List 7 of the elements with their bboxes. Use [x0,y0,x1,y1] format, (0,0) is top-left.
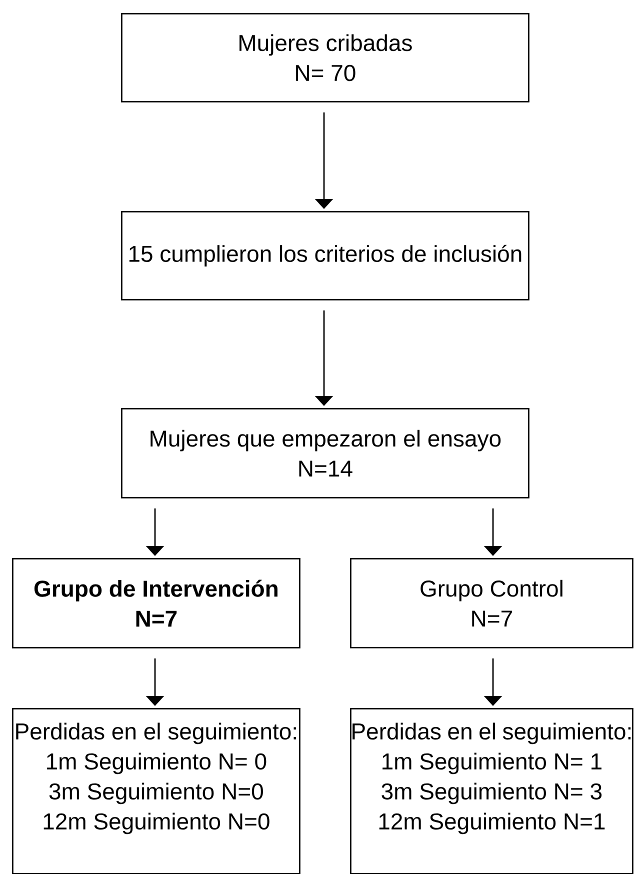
process-box: Mujeres cribadas N= 70 [121,13,530,102]
process-box: Grupo de Intervención N=7 [12,558,300,648]
process-box: Perdidas en el seguimiento: 1m Seguimiento N= 1 3m Seguimiento N= 3 12m Seguimiento N=1 [350,708,634,874]
process-box: Perdidas en el seguimiento: 1m Seguimiento N= 0 3m Seguimiento N=0 12m Seguimiento N=0 [12,708,300,874]
process-box: Mujeres que empezaron el ensayo N=14 [121,408,530,498]
process-box: Grupo Control N=7 [350,558,634,648]
process-box: 15 cumplieron los criterios de inclusión [121,211,530,300]
